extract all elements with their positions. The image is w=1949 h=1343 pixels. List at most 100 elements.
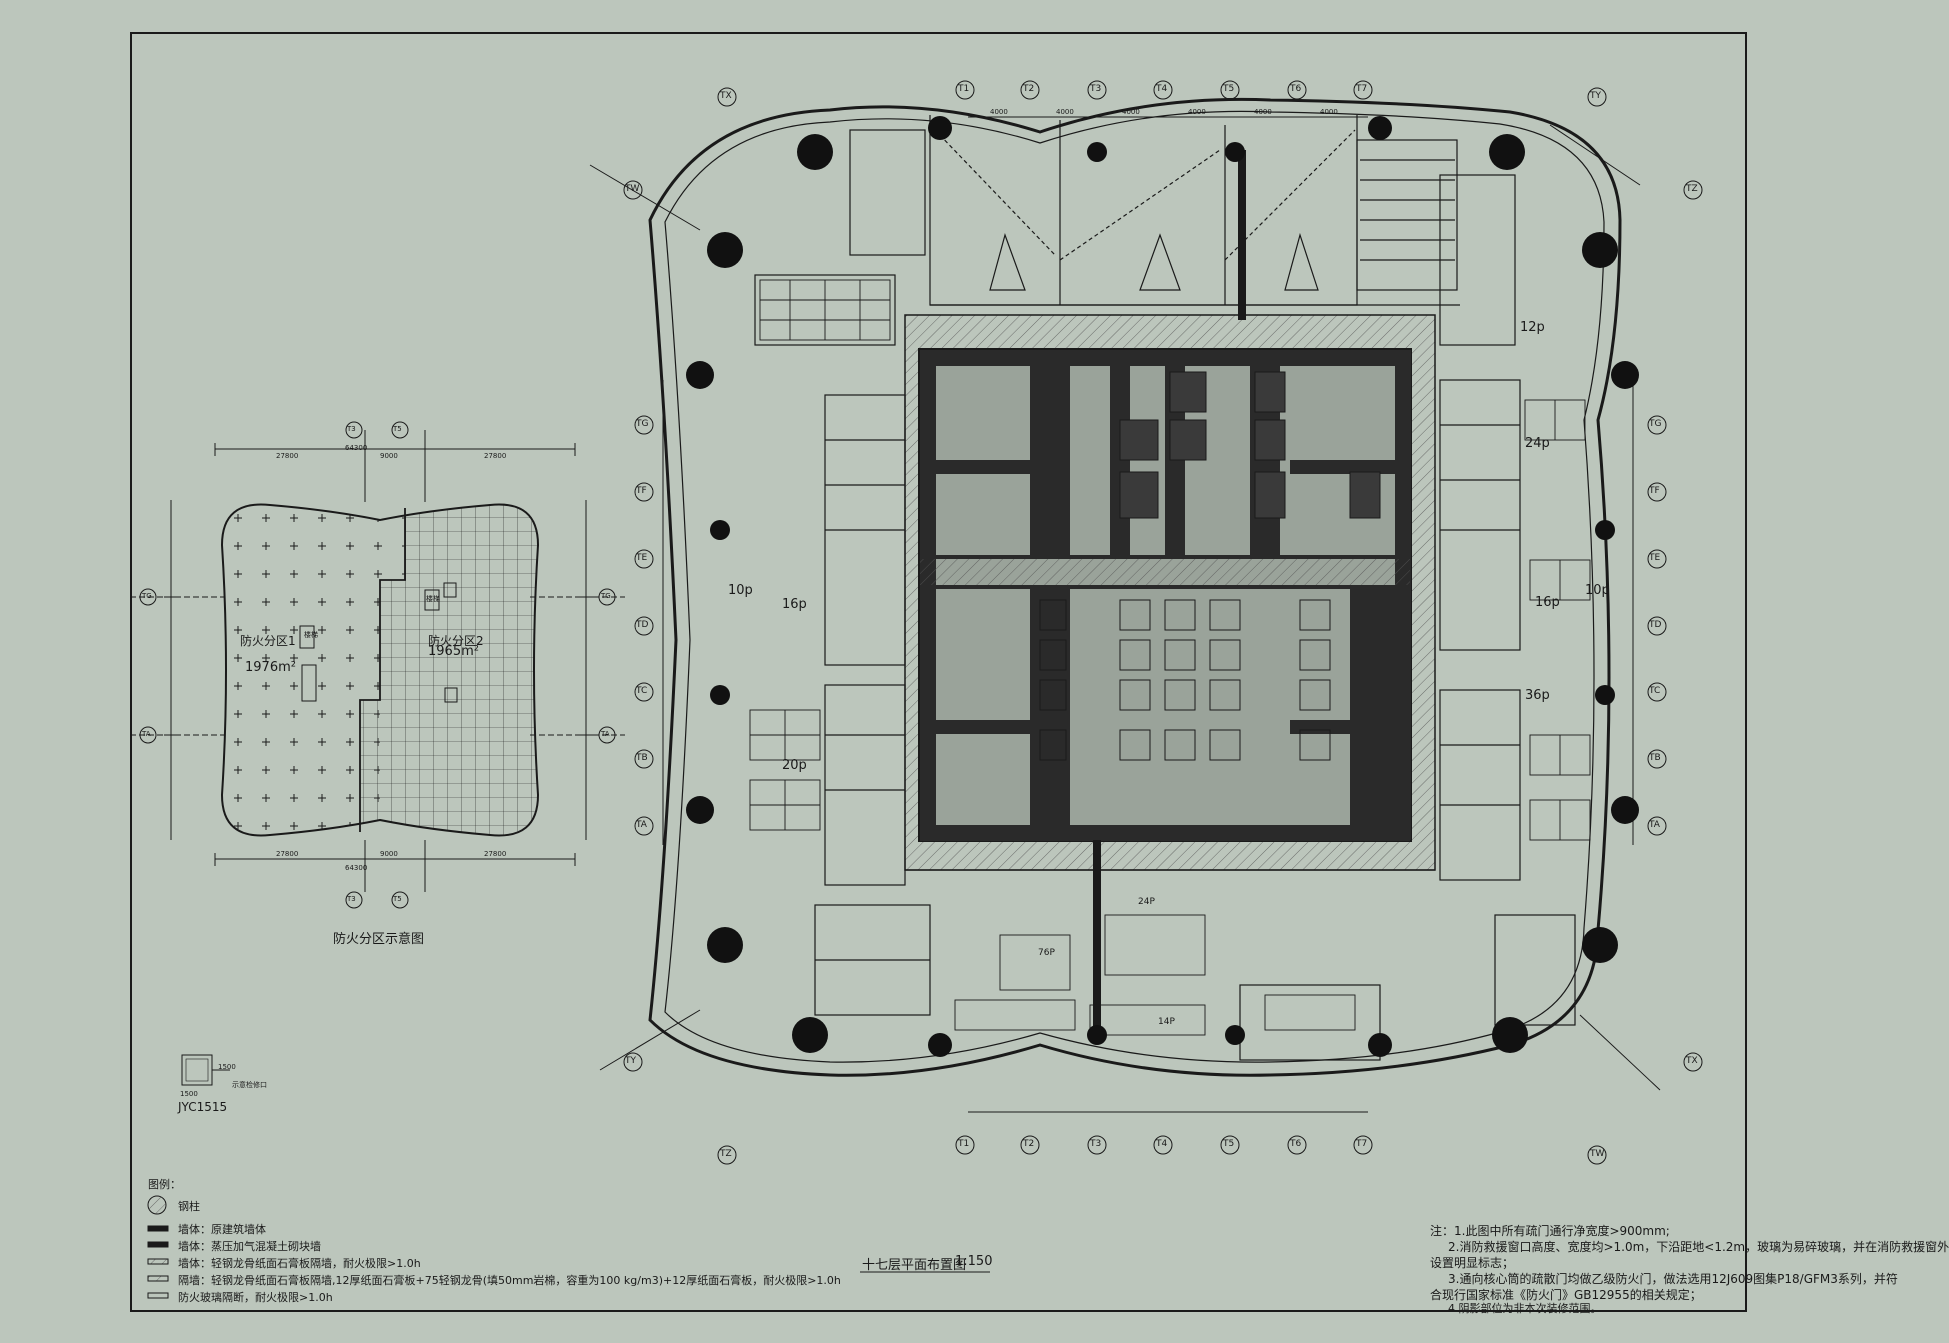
occupancy-label: 16p: [1535, 595, 1560, 610]
axis-tc: TC: [636, 686, 648, 696]
occupancy-label: 36p: [1525, 688, 1550, 703]
plan-title: 十七层平面布置图: [862, 1258, 967, 1273]
axis-td: TD: [636, 620, 649, 630]
axis-t4: T4: [1156, 84, 1168, 94]
inset-axis-r-ta: TA: [601, 730, 610, 738]
note-line: 注：1.此图中所有疏门通行净宽度>900mm;: [1430, 1224, 1670, 1238]
axis-tw: TW: [625, 184, 640, 194]
axis-r-td: TD: [1649, 620, 1662, 630]
inset-dim-a: 27800: [276, 452, 299, 460]
fire-zone-2-name: 防火分区2: [428, 634, 484, 648]
axis-ty: TY: [1590, 91, 1601, 101]
inset-dim-b-bottom: 9000: [380, 850, 398, 858]
inset-title: 防火分区示意图: [333, 932, 425, 947]
stair-label: 楼梯: [426, 595, 440, 603]
fire-zone-2-area: 1965m²: [428, 644, 479, 659]
axis-b-t2: T2: [1023, 1139, 1035, 1149]
legend-heading: 图例：: [148, 1178, 181, 1191]
occupancy-label: 10p: [728, 583, 753, 598]
dim-top-5: 4000: [1254, 108, 1272, 116]
legend-item: 墙体：蒸压加气混凝土砌块墙: [178, 1240, 321, 1253]
detail-label: JYC1515: [178, 1100, 228, 1114]
axis-ta: TA: [636, 820, 647, 830]
inset-axis-t5: T5: [393, 425, 402, 433]
legend-item: 钢柱: [178, 1200, 200, 1213]
detail-dim-vertical: 1500: [218, 1063, 236, 1071]
axis-r-tc: TC: [1649, 686, 1661, 696]
plan-scale: 1:150: [955, 1254, 993, 1269]
axis-r-tg: TG: [1649, 419, 1662, 429]
axis-tf: TF: [636, 486, 647, 496]
axis-t3: T3: [1090, 84, 1102, 94]
occupancy-label: 24p: [1525, 436, 1550, 451]
inset-dim-a-bottom: 27800: [276, 850, 299, 858]
fire-zone-inset: [130, 430, 625, 892]
inset-dim-c: 27800: [484, 452, 507, 460]
note-line: 4.阴影部位为非本次装修范围。: [1448, 1302, 1602, 1315]
axis-r-tf: TF: [1649, 486, 1660, 496]
dim-top-3: 4000: [1122, 108, 1140, 116]
dim-top-6: 4000: [1320, 108, 1338, 116]
axis-b-t1: T1: [958, 1139, 970, 1149]
axis-tg: TG: [636, 419, 649, 429]
occupancy-label: 20p: [782, 758, 807, 773]
facade-outer: [648, 97, 1622, 1077]
occupancy-label: 16p: [782, 597, 807, 612]
axis-b-t6: T6: [1290, 1139, 1302, 1149]
occupancy-label: 12p: [1520, 320, 1545, 335]
legend-item: 墙体：轻钢龙骨纸面石膏板隔墙，耐火极限>1.0h: [178, 1257, 421, 1270]
occupancy-label: 24P: [1138, 897, 1155, 907]
legend-item: 墙体：原建筑墙体: [178, 1223, 266, 1236]
inset-dim-total: 64300: [345, 444, 368, 452]
axis-tb: TB: [636, 753, 648, 763]
inset-axis-t3: T3: [347, 425, 356, 433]
axis-b-t4: T4: [1156, 1139, 1168, 1149]
detail-note: 示意检修口: [232, 1081, 267, 1089]
occupancy-label: 10p: [1585, 583, 1610, 598]
facade-inner: [664, 110, 1605, 1063]
inset-axis-r-tg: TG: [601, 592, 611, 600]
main-plan: [139, 80, 1703, 1299]
axis-r-te: TE: [1649, 553, 1661, 563]
note-line: 3.通向核心筒的疏散门均做乙级防火门，做法选用12J609图集P18/GFM3系…: [1448, 1272, 1898, 1286]
detail-dim: 1500: [180, 1090, 198, 1098]
dim-top-1: 4000: [990, 108, 1008, 116]
note-line: 合现行国家标准《防火门》GB12955的相关规定；: [1430, 1288, 1702, 1302]
fire-zone-1-name: 防火分区1: [240, 634, 296, 648]
axis-r-tb: TB: [1649, 753, 1661, 763]
stair-label: 楼梯: [304, 631, 318, 639]
inset-axis-b-t5: T5: [393, 895, 402, 903]
axis-bl-tz: TZ: [720, 1149, 732, 1159]
fire-zone-1-area: 1976m²: [245, 660, 296, 675]
legend-item: 隔墙：轻钢龙骨纸面石膏板隔墙,12厚纸面石膏板+75轻钢龙骨(填50mm岩棉，容…: [178, 1274, 841, 1287]
dim-top-2: 4000: [1056, 108, 1074, 116]
note-line: 2.消防救援窗口高度、宽度均>1.0m，下沿距地<1.2m，玻璃为易碎玻璃，并在…: [1448, 1240, 1949, 1254]
axis-t6: T6: [1290, 84, 1302, 94]
axis-r-ta: TA: [1649, 820, 1660, 830]
axis-tz: TZ: [1686, 184, 1698, 194]
axis-t1: T1: [958, 84, 970, 94]
sheet-frame: [130, 32, 1747, 1312]
inset-dim-c-bottom: 27800: [484, 850, 507, 858]
axis-tx: TX: [720, 91, 732, 101]
occupancy-label: 76P: [1038, 948, 1055, 958]
axis-bl-ty: TY: [625, 1056, 636, 1066]
axis-br-tw: TW: [1590, 1149, 1605, 1159]
steel-columns: [686, 116, 1639, 1057]
inset-dim-b: 9000: [380, 452, 398, 460]
inset-axis-b-t3: T3: [347, 895, 356, 903]
floor-plan-drawing: [130, 32, 1747, 1312]
axis-te: TE: [636, 553, 648, 563]
inset-axis-tg: TG: [142, 592, 152, 600]
axis-t2: T2: [1023, 84, 1035, 94]
legend-item: 防火玻璃隔断，耐火极限>1.0h: [178, 1291, 333, 1304]
dim-top-4: 4000: [1188, 108, 1206, 116]
axis-b-t5: T5: [1223, 1139, 1235, 1149]
axis-br-tx: TX: [1686, 1056, 1698, 1066]
inset-dim-total-bottom: 64300: [345, 864, 368, 872]
axis-b-t3: T3: [1090, 1139, 1102, 1149]
inset-axis-ta: TA: [142, 730, 151, 738]
axis-t5: T5: [1223, 84, 1235, 94]
occupancy-label: 14P: [1158, 1017, 1175, 1027]
note-line: 设置明显标志；: [1430, 1256, 1515, 1270]
